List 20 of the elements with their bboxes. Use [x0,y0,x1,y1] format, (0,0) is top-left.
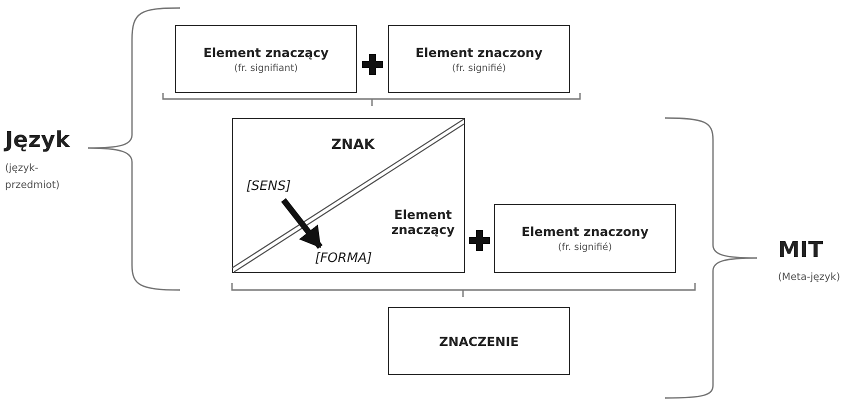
arrow [281,198,323,249]
subheading-label: (język-przedmiot) [5,162,61,193]
heading-label: MIT [778,238,824,263]
concept-box [494,204,676,273]
box-subtitle: (fr. signifié) [558,242,612,253]
box-subtitle: (fr. signifiant) [234,62,298,74]
concept-box [175,25,357,93]
box-title: ZNAK [330,137,376,153]
subheading-label: (Meta-język) [778,272,842,283]
box-title: Element znaczący [203,44,329,60]
concept-box [388,25,570,93]
box-subtitle: Element znaczący [390,207,456,237]
heading-label: Język [5,128,72,153]
term-label: [FORMA] [310,248,378,270]
box-title: Element znaczony [416,44,542,60]
box-subtitle: (fr. signifié) [452,62,506,74]
concept-box [388,307,570,375]
term-label: [SENS] [240,176,298,198]
box-title: ZNACZENIE [439,334,519,348]
box-title: Element znaczony [522,224,648,239]
